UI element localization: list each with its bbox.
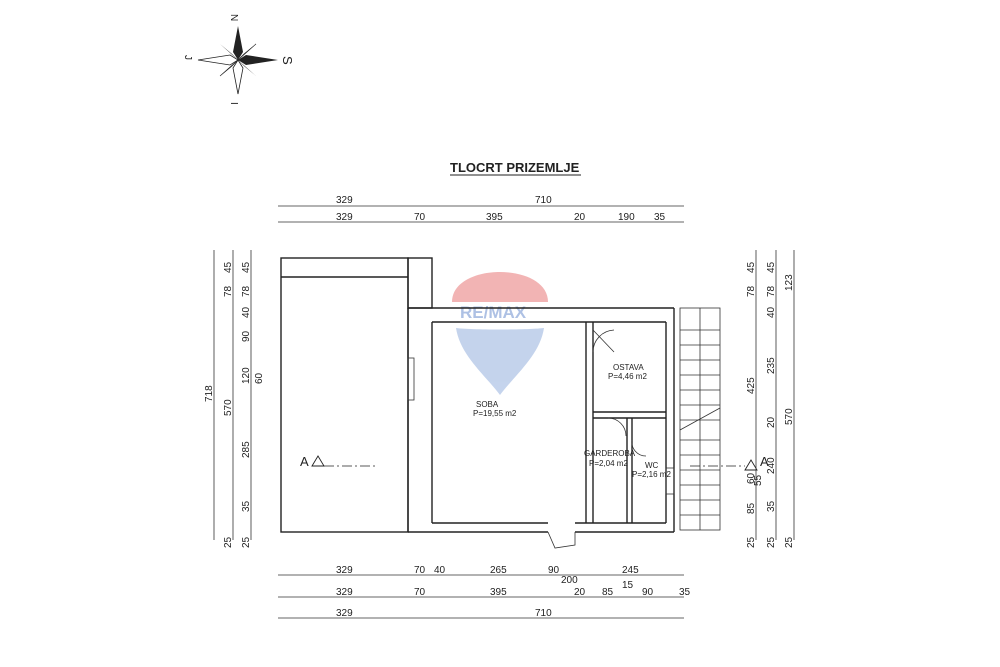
room-ostava-name: OSTAVA (613, 363, 644, 372)
dim-bot-r2-6: 90 (642, 587, 654, 598)
dimension-lines (213, 205, 795, 619)
compass-rose-icon (197, 26, 278, 95)
dim-bot-r1-2: 40 (434, 565, 446, 576)
room-garderoba-name: GARDEROBA (584, 449, 636, 458)
dim-left-inner-7: 25 (241, 536, 252, 548)
dim-right-c1-1: 78 (746, 285, 757, 297)
compass-j-label: J (182, 55, 193, 60)
dim-left-inner2-3: 25 (223, 536, 234, 548)
dim-bot-r2-5: 15 (622, 580, 634, 591)
dim-left-inner-0: 45 (241, 261, 252, 273)
dim-right-c1-0: 45 (746, 261, 757, 273)
dim-left-inner2-2: 60 (254, 372, 265, 384)
dim-left-inner-4: 120 (241, 367, 252, 384)
dim-right-c2-4: 20 (766, 416, 777, 428)
dim-bot-r1-0: 329 (336, 565, 353, 576)
dim-right-c2-7: 60 (746, 472, 757, 484)
dim-top-r2-1: 70 (414, 212, 426, 223)
dim-bot-r2-1: 70 (414, 587, 426, 598)
staircase (679, 307, 721, 531)
dim-right-c2-6: 55 (753, 474, 764, 486)
walls (280, 257, 675, 549)
dim-left-inner-3: 90 (241, 330, 252, 342)
dim-left-inner2-1: 78 (223, 285, 234, 297)
room-wc-area: P=2,16 m2 (632, 470, 671, 479)
dim-right-c1-3: 85 (746, 502, 757, 514)
room-wc-name: WC (645, 461, 659, 470)
dim-bot-r1-5: 245 (622, 565, 639, 576)
remax-watermark-text: RE/MAX (460, 303, 527, 322)
dim-left-mid-0: 570 (223, 399, 234, 416)
dim-bot-r2-4: 85 (602, 587, 614, 598)
room-soba-name: SOBA (476, 400, 499, 409)
dim-right-c2-9: 25 (766, 536, 777, 548)
dim-bot-r2-0: 329 (336, 587, 353, 598)
dim-bot-r1-1: 70 (414, 565, 426, 576)
dim-right-c3-1: 570 (784, 408, 795, 425)
dim-left-outer-0: 718 (204, 385, 215, 402)
section-mark-right: A (760, 454, 769, 469)
remax-watermark-icon (452, 272, 548, 395)
dim-right-c1-2: 425 (746, 377, 757, 394)
dim-left-inner-2: 40 (241, 306, 252, 318)
dim-bot-r2-2: 395 (490, 587, 507, 598)
dim-bot-r3-0: 329 (336, 608, 353, 619)
dim-right-c2-1: 78 (766, 285, 777, 297)
dim-bot-r1-4: 90 (548, 565, 560, 576)
compass-i-label: I (228, 102, 239, 105)
room-ostava-area: P=4,46 m2 (608, 372, 647, 381)
dim-right-c2-0: 45 (766, 261, 777, 273)
dim-bot-r3-1: 710 (535, 608, 552, 619)
compass-n-label: N (228, 14, 239, 21)
dim-top-r2-0: 329 (336, 212, 353, 223)
plan-title: TLOCRT PRIZEMLJE (450, 160, 580, 175)
dim-right-c2-3: 235 (766, 357, 777, 374)
compass-s-label: S (280, 56, 295, 65)
dim-top-r1-1: 710 (535, 195, 552, 206)
room-garderoba-area: P=2,04 m2 (589, 459, 628, 468)
dim-top-r1-0: 329 (336, 195, 353, 206)
dim-right-c2-8: 35 (766, 500, 777, 512)
dim-right-c3-2: 25 (784, 536, 795, 548)
dim-bot-r2-7: 35 (679, 587, 691, 598)
dim-bot-r2-3: 20 (574, 587, 586, 598)
dim-right-c1-4: 25 (746, 536, 757, 548)
dim-top-r2-4: 190 (618, 212, 635, 223)
dim-right-c2-5: 240 (766, 457, 777, 474)
dim-top-r2-5: 35 (654, 212, 666, 223)
dim-top-r2-3: 20 (574, 212, 586, 223)
dim-bot-r1-3: 265 (490, 565, 507, 576)
dim-right-c3-0: 123 (784, 274, 795, 291)
dim-bot-r1b-0: 200 (561, 575, 578, 586)
dim-top-r2-2: 395 (486, 212, 503, 223)
section-mark-left: A (300, 454, 309, 469)
dim-left-inner2-0: 45 (223, 261, 234, 273)
dim-left-inner-5: 285 (241, 441, 252, 458)
room-soba-area: P=19,55 m2 (473, 409, 517, 418)
dim-right-c2-2: 40 (766, 306, 777, 318)
dim-left-inner-6: 35 (241, 500, 252, 512)
dim-left-inner-1: 78 (241, 285, 252, 297)
